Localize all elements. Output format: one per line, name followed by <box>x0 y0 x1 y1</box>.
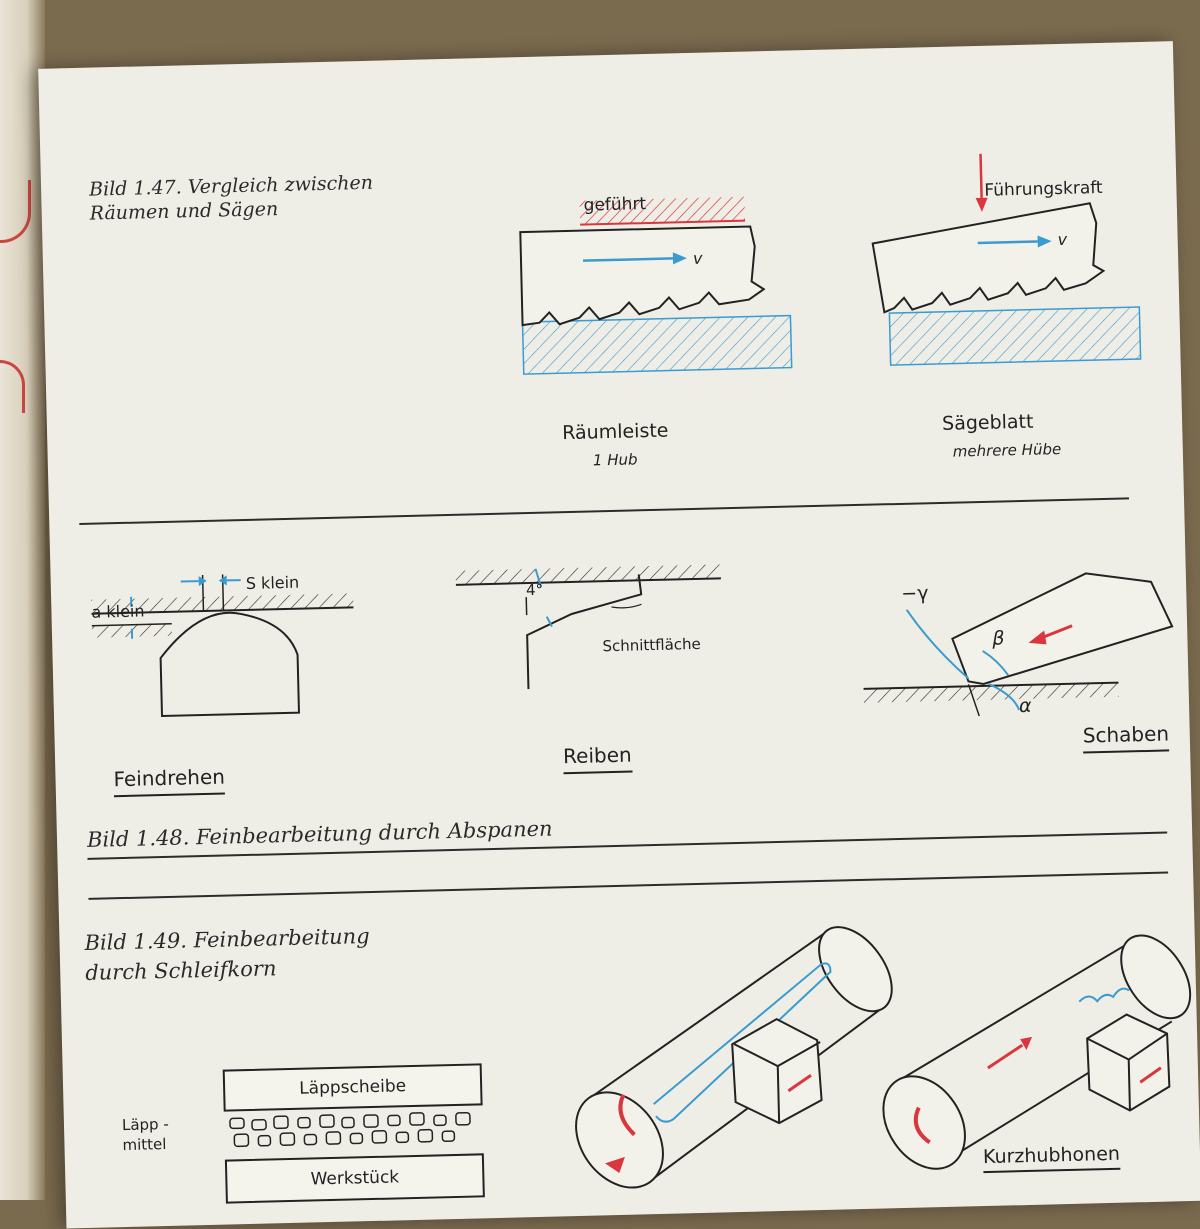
label-4-degree: 4° <box>526 581 543 599</box>
label-schaben: Schaben <box>1082 721 1169 753</box>
label-alpha: α <box>1019 695 1032 717</box>
werkstueck-box: Werkstück <box>225 1153 485 1203</box>
feindrehen-drawing <box>91 571 356 717</box>
saegeblatt-drawing <box>870 142 1140 365</box>
label-velocity-v: v <box>1057 230 1067 249</box>
label-kurzhubhonen: Kurzhubhonen <box>983 1143 1121 1173</box>
label-laeppscheibe: Läppscheibe <box>299 1076 406 1099</box>
cylinder-honen-drawing <box>553 913 911 1206</box>
label-velocity-v: v <box>693 249 703 268</box>
label-feindrehen: Feindrehen <box>113 765 225 798</box>
label-1-hub: 1 Hub <box>593 450 638 469</box>
label-werkstueck: Werkstück <box>310 1167 399 1189</box>
raeumleiste-drawing <box>520 196 792 374</box>
label-fuehrungskraft: Führungskraft <box>984 178 1103 201</box>
label-raeumleiste: Räumleiste <box>562 420 669 445</box>
reiben-drawing <box>456 564 724 690</box>
red-margin-mark <box>0 180 31 243</box>
label-a-klein: a klein <box>91 601 144 621</box>
label-laeppmittel-line2: mittel <box>122 1134 169 1155</box>
label-laeppmittel: Läpp - mittel <box>122 1114 170 1155</box>
label-reiben: Reiben <box>563 743 632 775</box>
laeppscheibe-box: Läppscheibe <box>223 1063 483 1111</box>
label-saegeblatt: Sägeblatt <box>942 411 1034 435</box>
red-margin-mark <box>0 360 25 413</box>
label-laeppmittel-line1: Läpp - <box>122 1114 169 1135</box>
label-beta: β <box>992 627 1005 649</box>
figure-caption-1-47: Bild 1.47. Vergleich zwischen Räumen und… <box>89 171 374 226</box>
figure-caption-1-48: Bild 1.48. Feinbearbeitung durch Abspane… <box>87 817 553 852</box>
label-s-klein: S klein <box>246 573 300 593</box>
adjacent-page-edge <box>0 0 45 1200</box>
laeppmittel-grains <box>222 1108 483 1154</box>
label-gamma: −γ <box>901 582 929 605</box>
caption-line: durch Schleifkorn <box>85 951 371 988</box>
label-schnittflaeche: Schnittfläche <box>602 635 701 655</box>
label-mehrere-huebe: mehrere Hübe <box>953 440 1062 461</box>
figure-caption-1-49: Bild 1.49. Feinbearbeitung durch Schleif… <box>84 921 371 988</box>
label-gefuehrt: geführt <box>583 194 646 216</box>
book-page: Bild 1.47. Vergleich zwischen Räumen und… <box>38 41 1200 1228</box>
